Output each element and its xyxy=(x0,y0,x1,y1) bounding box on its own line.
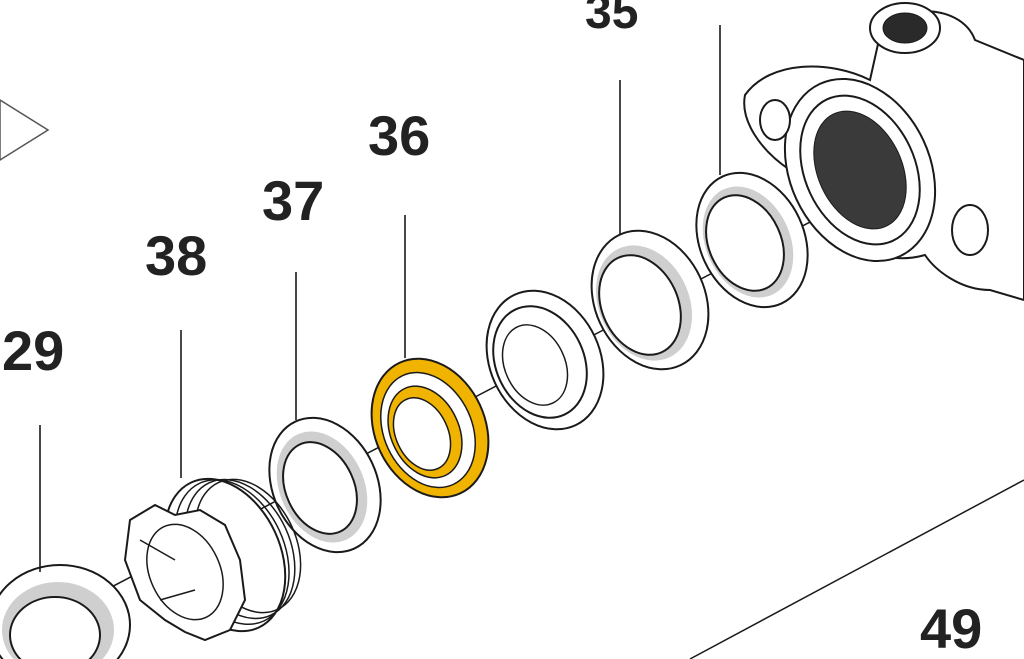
callout-35: 35 xyxy=(585,0,638,39)
seal-ring-35b xyxy=(695,171,809,309)
washer-37 xyxy=(268,416,382,554)
ring-36-highlighted xyxy=(370,357,490,499)
seal-ring-35a xyxy=(590,229,710,371)
housing-part xyxy=(743,2,1024,302)
ring-29 xyxy=(0,564,131,659)
callout-29: 29 xyxy=(2,319,64,382)
callout-38: 38 xyxy=(145,224,207,287)
part-49-edge xyxy=(689,479,1024,659)
callout-36: 36 xyxy=(368,104,430,167)
callout-49: 49 xyxy=(920,597,982,659)
castle-nut-38 xyxy=(123,477,302,642)
hex-nut-part xyxy=(485,289,605,431)
callout-37: 37 xyxy=(262,169,324,232)
triangle-marker xyxy=(0,99,50,161)
